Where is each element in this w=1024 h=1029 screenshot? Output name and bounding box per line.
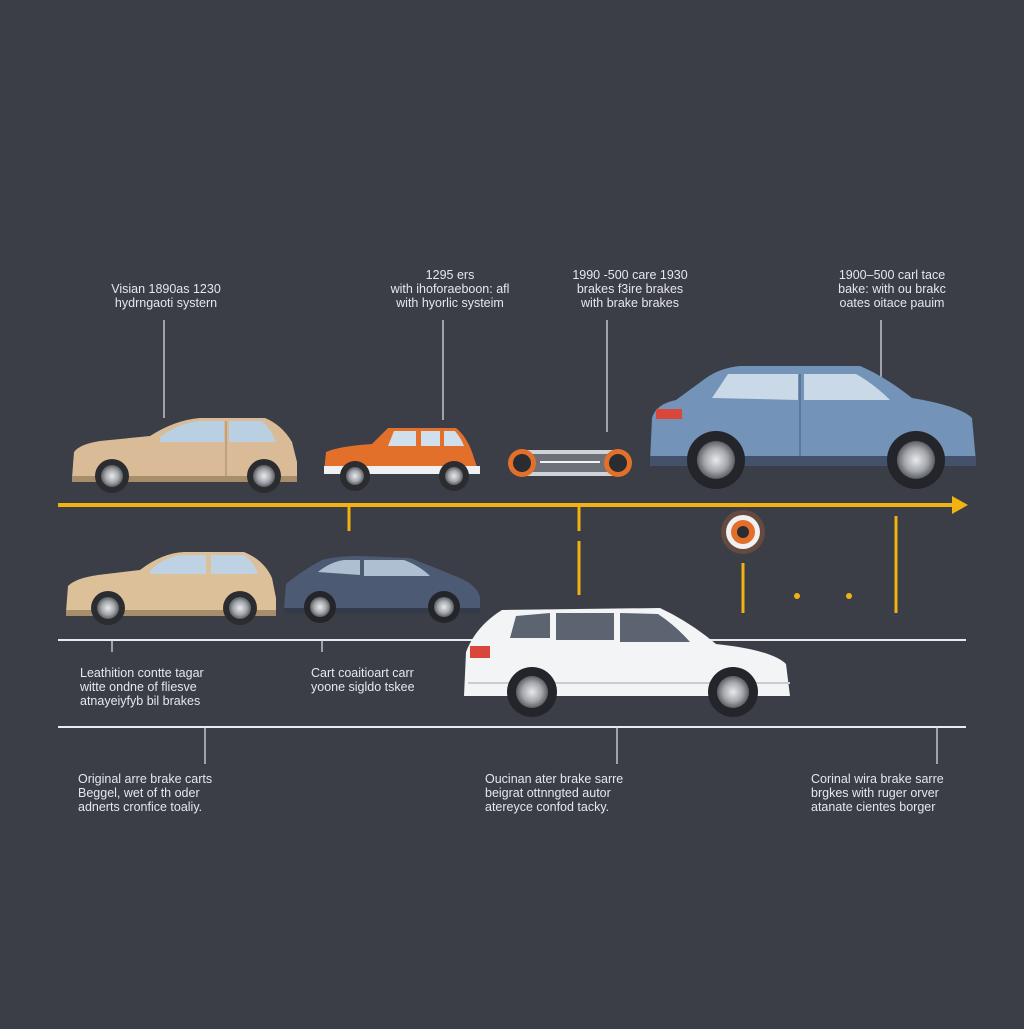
brake-chassis-icon [508,449,632,477]
top-label-1: Visian 1890as 1230 hydrngaoti systern [111,282,221,310]
bottom-label-1: Original arre brake carts Beggel, wet of… [78,772,213,814]
timeline-drop-lines [347,507,898,613]
blue-suv-icon [650,366,976,489]
timeline-arrow [58,496,968,514]
bottom-label-3: Corinal wira brake sarre brgkes with rug… [811,772,944,814]
brake-disc-icon [721,510,765,554]
navy-hatchback-car-icon [284,556,480,623]
middle-label-1: Leathition contte tagar witte ondne of f… [80,666,204,708]
white-hatchback-car-icon [464,608,790,717]
beige-hatchback-car-icon [66,552,276,625]
bottom-label-2: Oucinan ater brake sarre beigrat ottnngt… [485,772,624,814]
top-label-3: 1990 -500 care 1930 brakes f3ire brakes … [572,268,688,310]
beige-hatchback-car-icon [72,418,297,493]
top-leader-lines [163,320,882,432]
timeline-dot [846,593,852,599]
orange-jeep-icon [324,428,480,491]
top-label-2: 1295 ers with ihoforaeboon: afl with hyo… [390,268,510,310]
lower-leader-lines [111,640,938,764]
timeline-dot [794,593,800,599]
top-label-4: 1900–500 carl tace bake: with ou brakc o… [838,268,946,310]
middle-label-2: Cart coaitioart carr yoone sigldo tskee [311,666,415,694]
